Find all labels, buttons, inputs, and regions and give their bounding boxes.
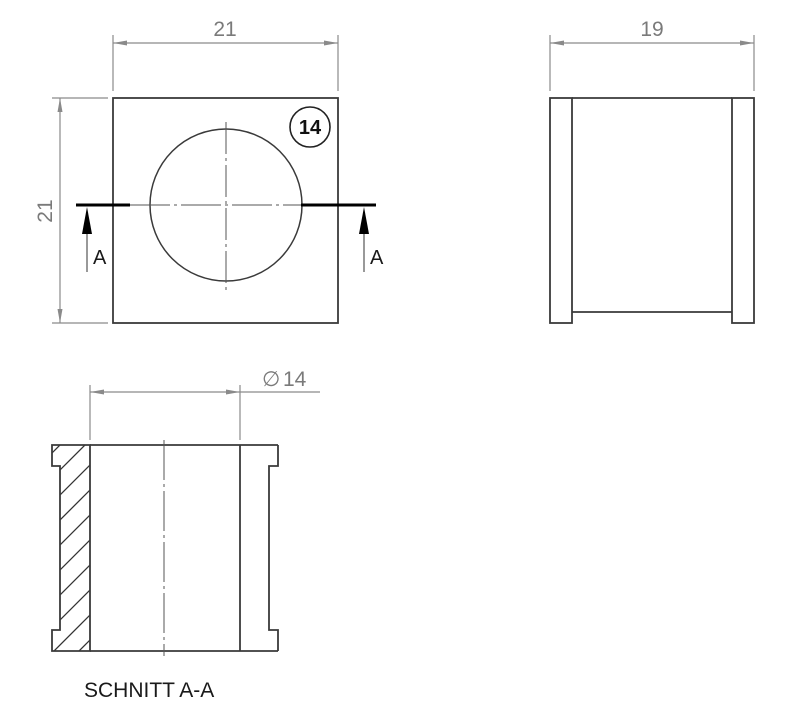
section-hatch — [52, 445, 90, 651]
section-arrow-right-icon — [359, 207, 369, 234]
diameter-dimension: ∅ 14 — [89, 368, 320, 440]
front-outline — [112, 97, 339, 324]
diameter-symbol-icon: ∅ — [262, 368, 280, 391]
front-height-value: 21 — [34, 199, 57, 222]
section-left-wall — [51, 444, 91, 652]
front-width-value: 21 — [213, 18, 236, 41]
side-width-value: 19 — [640, 18, 663, 41]
section-caption: SCHNITT A-A — [84, 679, 214, 702]
side-outline — [549, 97, 755, 324]
item-number: 14 — [299, 117, 322, 139]
section-arrow-left-icon — [82, 207, 92, 234]
front-height-dimension: 21 — [34, 97, 108, 324]
section-view: ∅ 14 SCHNITT A-A — [51, 368, 320, 702]
front-width-dimension: 21 — [112, 18, 339, 91]
front-view: 21 21 A A 14 — [34, 18, 384, 324]
section-label-left: A — [93, 247, 107, 269]
diameter-value: 14 — [283, 368, 307, 391]
cutting-plane-a-a: A A — [76, 203, 384, 272]
section-label-right: A — [370, 247, 384, 269]
section-right-profile — [268, 445, 279, 651]
side-view: 19 — [549, 18, 755, 324]
item-balloon: 14 — [289, 106, 331, 148]
side-width-dimension: 19 — [549, 18, 755, 91]
